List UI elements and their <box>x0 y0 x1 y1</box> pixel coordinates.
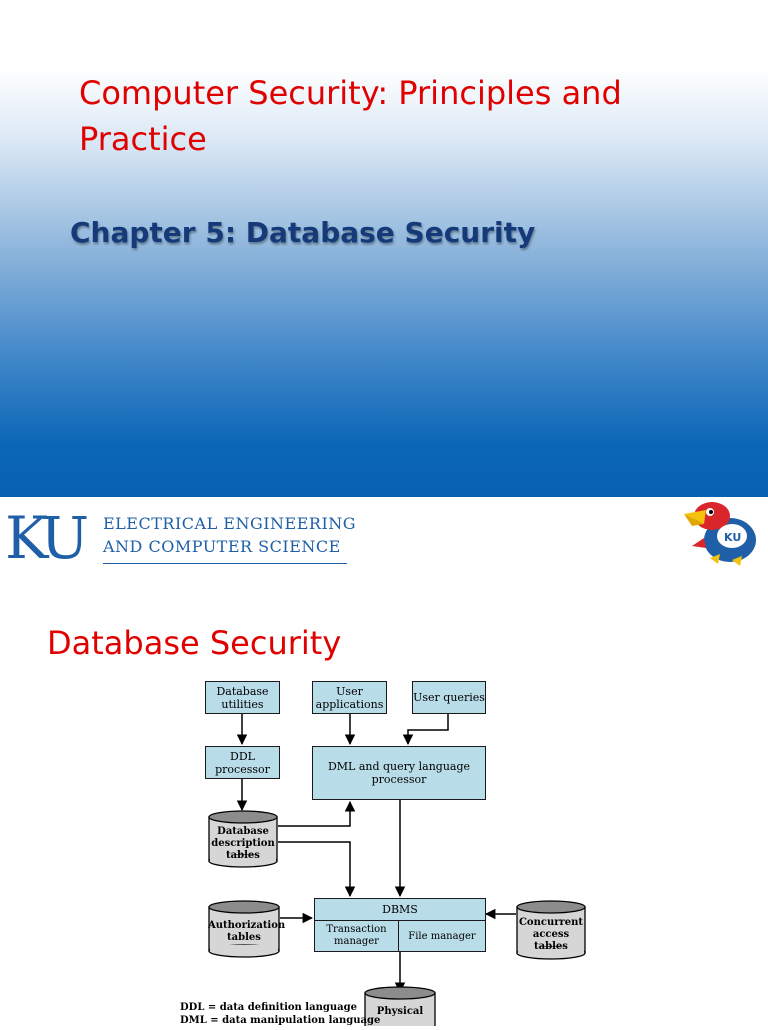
chapter-title: Chapter 5: Database Security <box>70 216 536 249</box>
cylinder-icon <box>364 986 436 1028</box>
user-queries-box: User queries <box>412 681 486 714</box>
course-title: Computer Security: Principles and Practi… <box>79 74 622 158</box>
svg-text:KU: KU <box>724 531 741 544</box>
title-slide: Computer Security: Principles and Practi… <box>0 0 768 497</box>
ddl-processor-box: DDL processor <box>205 746 280 779</box>
cylinder-icon <box>208 900 280 958</box>
cylinder-icon <box>516 900 586 960</box>
dbms-label: DBMS <box>315 899 485 921</box>
department-line-1: ELECTRICAL ENGINEERING <box>103 514 357 533</box>
title-slide-background <box>0 68 768 497</box>
slide-title: Database Security <box>47 624 342 662</box>
transaction-manager-cell: Transaction manager <box>315 921 399 951</box>
cylinder-icon <box>208 810 278 868</box>
cylinder-label: Concurrent access tables <box>518 917 584 952</box>
dml-processor-box: DML and query language processor <box>312 746 486 800</box>
dbms-box: DBMS Transaction manager File manager <box>314 898 486 952</box>
authorization-tables-cylinder: Authorization tables <box>208 900 286 958</box>
jayhawk-mascot-icon: KU <box>684 502 756 566</box>
cylinder-label: Database description tables <box>211 826 275 861</box>
legend-ddl: DDL = data definition language <box>180 1002 357 1013</box>
diagram-connectors <box>236 713 516 994</box>
concurrent-access-tables-cylinder: Concurrent access tables <box>516 900 586 960</box>
department-underline <box>103 563 347 564</box>
legend-dml: DML = data manipulation language <box>180 1015 381 1026</box>
dbms-architecture-diagram: Database utilities User applications Use… <box>172 674 616 1028</box>
user-applications-box: User applications <box>312 681 387 714</box>
department-line-2: AND COMPUTER SCIENCE <box>103 537 341 556</box>
slide-footer <box>0 497 768 587</box>
cylinder-label: Physical <box>376 1006 424 1017</box>
database-utilities-box: Database utilities <box>205 681 280 714</box>
physical-database-cylinder: Physical <box>364 986 436 1028</box>
database-description-tables-cylinder: Database description tables <box>208 810 278 868</box>
ku-logo: KU <box>5 504 89 572</box>
cylinder-label: Authorization tables <box>208 920 286 943</box>
file-manager-cell: File manager <box>408 930 476 942</box>
